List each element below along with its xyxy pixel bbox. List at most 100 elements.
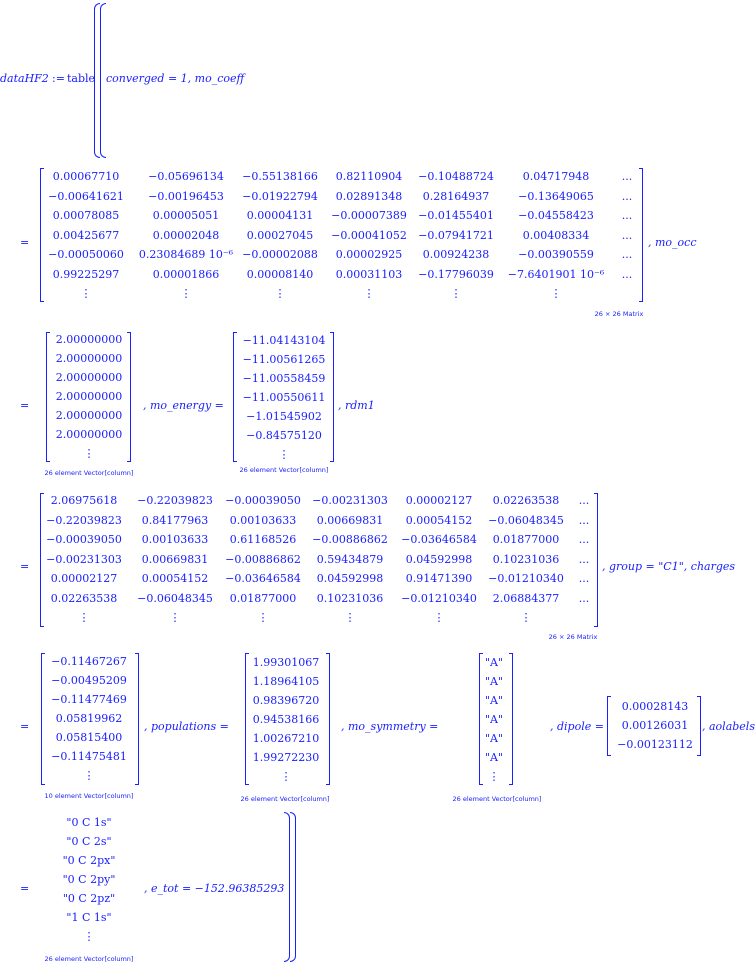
matrix-cell: 0.99225297 — [52, 267, 120, 281]
equals-sign: = — [20, 399, 30, 412]
vector-entry: −0.00495209 — [51, 674, 127, 687]
vector-entry: 2.00000000 — [55, 352, 123, 365]
matrix-cell: ... — [578, 572, 590, 585]
vector-entry: −0.11467267 — [51, 655, 127, 668]
outer-right-paren — [290, 812, 296, 962]
matrix-cell: 2.06884377 — [492, 591, 560, 605]
matrix-cell: ... — [621, 209, 633, 222]
matrix-cell: 0.00054152 — [405, 513, 473, 527]
vector-entry: −0.00123112 — [617, 738, 693, 751]
matrix-cell: 0.00002925 — [335, 248, 403, 261]
matrix-cell: −0.10488724 — [418, 170, 494, 183]
matrix-cell: 0.01877000 — [492, 533, 560, 546]
matrix-cell: −0.00039050 — [46, 533, 122, 546]
matrix-cell: −0.55138166 — [242, 170, 318, 183]
vector-entry: "0 C 2pz" — [62, 892, 116, 905]
matrix-cell: −0.13649065 — [518, 189, 594, 203]
mo-symmetry-dim-label: 26 element Vector[column] — [452, 795, 542, 803]
vector-entry: 2.00000000 — [55, 333, 123, 346]
mo-occ-right-bracket — [127, 332, 131, 462]
matrix-cell: 0.10231036 — [316, 591, 384, 605]
matrix-cell: −0.22039823 — [46, 513, 122, 527]
vector-entry: "0 C 2py" — [62, 873, 116, 886]
vector-entry: 1.00267210 — [252, 732, 320, 745]
matrix-cell: 0.00027045 — [246, 228, 314, 242]
matrix-cell: 0.04592998 — [316, 572, 384, 585]
vector-entry: ⋮ — [488, 770, 500, 783]
matrix-cell: −0.01455401 — [418, 209, 494, 222]
matrix-cell: 0.01877000 — [229, 591, 297, 605]
matrix-cell: ... — [578, 552, 590, 566]
mo-occ-key: , mo_occ — [648, 236, 697, 249]
mo-energy-dim-label: 26 element Vector[column] — [239, 466, 329, 474]
matrix-cell: 0.00002048 — [152, 228, 220, 242]
mo-symmetry-right-bracket — [509, 653, 513, 785]
dipole-key: , dipole = — [550, 720, 604, 733]
assign-operator: := — [52, 72, 65, 85]
matrix-cell: 0.00031103 — [335, 267, 403, 281]
mo-coeff-left-bracket — [40, 168, 44, 302]
matrix-cell: ⋮ — [344, 611, 356, 624]
matrix-cell: 0.23084689 10⁻⁶ — [138, 248, 234, 261]
matrix-cell: ⋮ — [433, 611, 445, 624]
charges-left-bracket — [41, 653, 45, 785]
matrix-cell: −0.17796039 — [418, 267, 494, 281]
matrix-cell: −0.03646584 — [401, 533, 477, 546]
matrix-cell: ⋮ — [180, 287, 192, 300]
matrix-cell: ⋮ — [80, 287, 92, 300]
rdm1-left-bracket — [40, 493, 44, 627]
matrix-cell: 0.04717948 — [522, 170, 590, 183]
matrix-cell: ⋮ — [450, 287, 462, 300]
matrix-cell: ... — [578, 494, 590, 507]
vector-entry: 0.00126031 — [621, 719, 689, 732]
populations-left-bracket — [245, 653, 249, 785]
matrix-cell: 0.02891348 — [335, 189, 403, 203]
matrix-cell: 0.59434879 — [316, 552, 384, 566]
matrix-cell: −0.01210340 — [401, 591, 477, 605]
matrix-cell: −0.06048345 — [488, 513, 564, 527]
matrix-cell: 0.84177963 — [141, 513, 209, 527]
matrix-cell: −0.01922794 — [242, 189, 318, 203]
mo-coeff-dim-label: 26 × 26 Matrix — [594, 310, 644, 318]
vector-entry: "1 C 1s" — [66, 911, 112, 924]
matrix-cell: 0.00408334 — [522, 228, 590, 242]
matrix-cell: −0.00231303 — [312, 494, 388, 507]
mo-symmetry-key: , mo_symmetry = — [341, 720, 439, 733]
equals-sign: = — [20, 560, 30, 573]
vector-entry: −11.00558459 — [242, 372, 326, 385]
vector-entry: −0.11477469 — [51, 693, 127, 706]
matrix-cell: 0.00078085 — [52, 209, 120, 222]
table-function: table — [67, 72, 96, 85]
group-charges-key: , group = "C1", charges — [602, 560, 736, 573]
vector-entry: ⋮ — [278, 448, 290, 461]
matrix-cell: ⋮ — [257, 611, 269, 624]
matrix-cell: −0.07941721 — [418, 228, 494, 242]
inner-left-bracket — [100, 3, 106, 158]
dipole-left-bracket — [607, 696, 611, 756]
charges-dim-label: 10 element Vector[column] — [44, 792, 134, 800]
matrix-cell: 0.82110904 — [335, 170, 403, 183]
vector-entry: "A" — [484, 713, 504, 726]
matrix-cell: ... — [621, 267, 633, 281]
mo-energy-key: , mo_energy = — [143, 399, 224, 412]
matrix-cell: 0.04592998 — [405, 552, 473, 566]
matrix-cell: −0.05696134 — [148, 170, 224, 183]
matrix-cell: ⋮ — [520, 611, 532, 624]
vector-entry: −0.11475481 — [51, 750, 127, 763]
vector-entry: ⋮ — [83, 769, 95, 782]
vector-entry: 2.00000000 — [55, 428, 123, 441]
lhs-variable: dataHF2 — [0, 72, 49, 85]
matrix-cell: 0.00067710 — [52, 170, 120, 183]
populations-key: , populations = — [144, 720, 229, 733]
equals-sign: = — [20, 720, 30, 733]
populations-right-bracket — [326, 653, 330, 785]
matrix-cell: −0.00196453 — [148, 189, 224, 203]
matrix-cell: 0.00103633 — [141, 533, 209, 546]
matrix-cell: ⋮ — [363, 287, 375, 300]
vector-entry: "A" — [484, 751, 504, 764]
vector-entry: 0.00028143 — [621, 700, 689, 713]
vector-entry: ⋮ — [83, 447, 95, 460]
matrix-cell: 0.02263538 — [50, 591, 118, 605]
vector-entry: "0 C 1s" — [66, 816, 112, 829]
